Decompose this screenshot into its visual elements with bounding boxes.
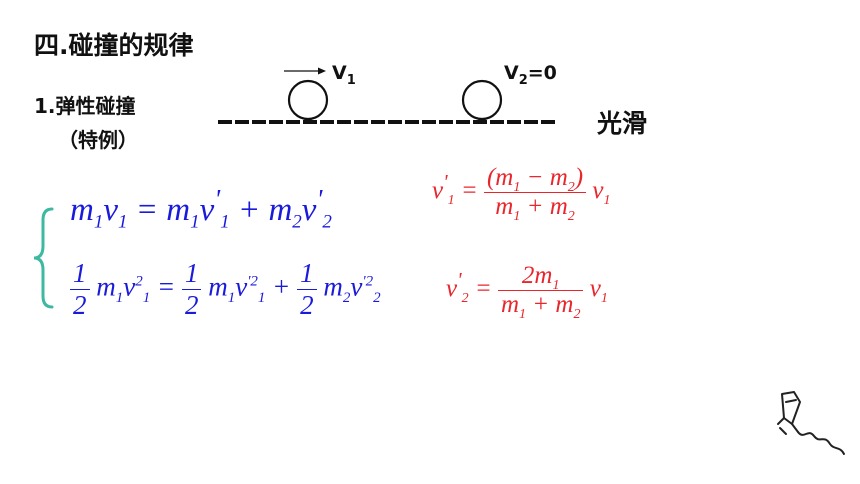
slide-title: 四.碰撞的规律: [34, 31, 194, 60]
section-subtitle: 1.弹性碰撞: [34, 94, 136, 118]
velocity-arrow-head: [318, 67, 326, 75]
ball-1: [287, 79, 329, 121]
equation-brace: [33, 207, 54, 309]
ball2-velocity-label: V2=0: [504, 62, 557, 88]
v1-result-equation: v'1 = (m1 − m2)m1 + m2 v1: [432, 164, 611, 224]
section-subtitle-note: （特例）: [58, 128, 138, 152]
ball-2: [461, 79, 503, 121]
momentum-equation: m1v1 = m1v'1 + m2v'2: [70, 183, 332, 233]
ball1-velocity-label: V1: [332, 62, 356, 88]
collision-diagram: [218, 67, 558, 124]
pen-writing-icon: [777, 391, 845, 455]
surface-label: 光滑: [597, 109, 648, 138]
